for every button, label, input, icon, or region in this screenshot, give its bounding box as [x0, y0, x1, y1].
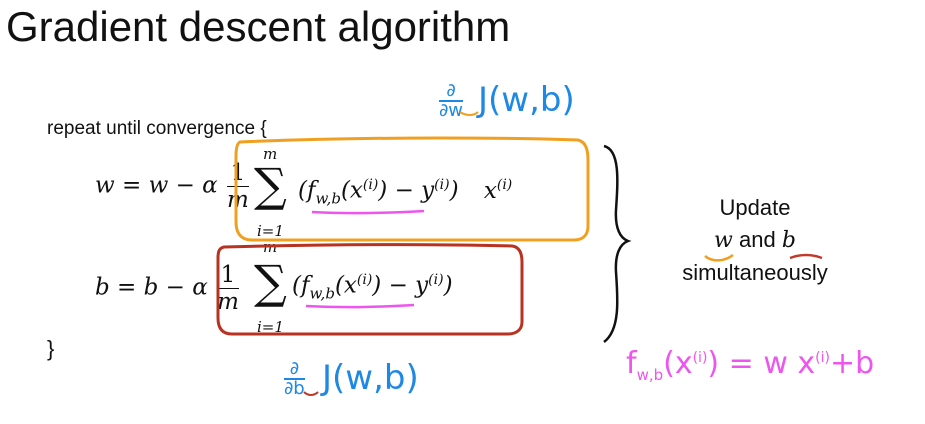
f-def-sub: w,b: [636, 366, 664, 384]
w-lhs: w = w − α: [95, 172, 218, 199]
closing-brace: }: [47, 336, 55, 361]
b-y-sup: (i): [428, 272, 444, 288]
w-fraction: 1 m: [227, 160, 249, 213]
db-cost-function: J(w,b): [322, 358, 419, 398]
f-def-f: f: [626, 346, 637, 381]
b-frac-den: m: [217, 288, 239, 315]
w-extra-sup: (i): [496, 177, 513, 193]
w-frac-den: m: [227, 186, 249, 213]
dw-w-underline: [459, 111, 479, 116]
w-f: (f: [298, 177, 316, 204]
w-update-equation: w = w − α 1 m: [95, 160, 249, 213]
dw-cost-function: J(w,b): [478, 80, 575, 120]
b-pink-underline: [305, 303, 415, 309]
w-close: ): [449, 177, 459, 204]
update-b: b: [781, 228, 796, 253]
dw-den: ∂w: [439, 100, 464, 121]
f-def-sup: (i): [692, 350, 708, 366]
model-definition: fw,b(x(i)) = w x(i)+b: [626, 346, 874, 384]
update-w-underline: [704, 253, 734, 262]
update-and: and: [739, 227, 776, 252]
dw-num: ∂: [446, 80, 456, 101]
update-b-underline: [789, 253, 823, 260]
w-term: (fw,b(x(i)) − y(i)) x(i): [298, 177, 512, 207]
w-pink-underline: [311, 209, 425, 215]
w-arg: (x: [340, 177, 363, 204]
w-sum-lower: i=1: [257, 222, 284, 240]
w-extra-x: x: [483, 177, 497, 204]
update-line2: w and b: [660, 224, 850, 257]
w-sigma: ∑: [254, 158, 287, 212]
b-frac-num: 1: [220, 262, 236, 288]
b-close: ): [443, 272, 453, 299]
w-x-sup: (i): [362, 177, 379, 193]
f-def-sup2: (i): [815, 350, 830, 366]
f-def-tail: +b: [830, 346, 875, 381]
update-note: Update w and b simultaneously: [660, 192, 850, 289]
slide-title: Gradient descent algorithm: [6, 3, 511, 50]
b-sigma: ∑: [254, 255, 287, 309]
b-minus-y: ) − y: [372, 272, 429, 299]
update-w: w: [714, 228, 733, 253]
b-lhs: b = b − α: [95, 274, 208, 301]
b-f: (f: [292, 272, 310, 299]
curly-brace: [603, 144, 632, 343]
w-y-sup: (i): [434, 177, 450, 193]
b-f-sub: w,b: [309, 284, 335, 303]
b-arg: (x: [334, 272, 357, 299]
orange-box: [234, 136, 590, 242]
w-minus-y: ) − y: [378, 177, 435, 204]
b-x-sup: (i): [356, 272, 373, 288]
db-b-underline: [303, 391, 319, 396]
b-term: (fw,b(x(i)) − y(i)): [292, 272, 453, 302]
dw-den-wrap: ∂w: [439, 100, 464, 121]
update-line3: simultaneously: [682, 260, 828, 285]
b-sum-lower: i=1: [257, 318, 284, 336]
repeat-line: repeat until convergence {: [47, 118, 267, 139]
dw-derivative-fraction: ∂ ∂w: [439, 80, 464, 121]
f-def-arg: (x: [663, 346, 693, 381]
db-den: ∂b: [284, 378, 305, 399]
f-def-rhs: ) = w x: [707, 346, 816, 381]
w-f-sub: w,b: [315, 189, 341, 208]
db-num: ∂: [289, 358, 300, 379]
db-derivative-fraction: ∂ ∂b: [284, 360, 305, 398]
red-box: [216, 243, 524, 336]
w-sum-upper: m: [263, 145, 278, 163]
update-line1: Update: [719, 195, 791, 220]
b-fraction: 1 m: [217, 262, 239, 315]
db-den-wrap: ∂b: [284, 378, 305, 398]
b-update-equation: b = b − α 1 m: [95, 262, 239, 315]
w-frac-num: 1: [230, 160, 246, 186]
